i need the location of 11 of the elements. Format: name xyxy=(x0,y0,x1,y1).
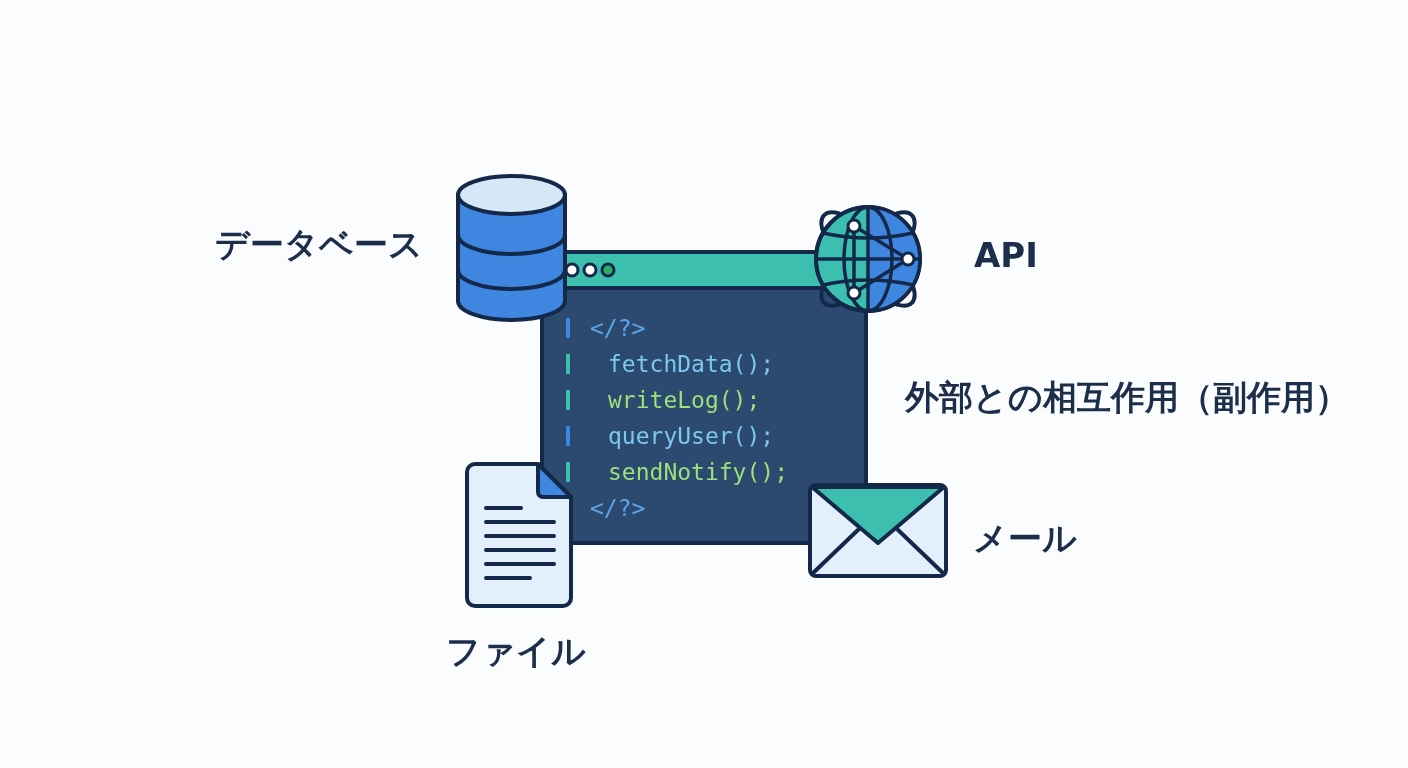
code-line: queryUser(); xyxy=(608,425,775,448)
code-line: writeLog(); xyxy=(608,389,761,412)
icon-label: API xyxy=(974,238,1038,272)
code-line: </?> xyxy=(590,317,646,340)
icon-label: ファイル xyxy=(446,634,586,668)
code-line: sendNotify(); xyxy=(608,461,788,484)
caption-text: 外部との相互作用（副作用） xyxy=(905,380,1349,414)
code-line: </?> xyxy=(590,497,646,520)
icon-label: データベース xyxy=(215,227,423,261)
code-line: fetchData(); xyxy=(608,353,775,376)
icon-label: メール xyxy=(973,521,1077,555)
